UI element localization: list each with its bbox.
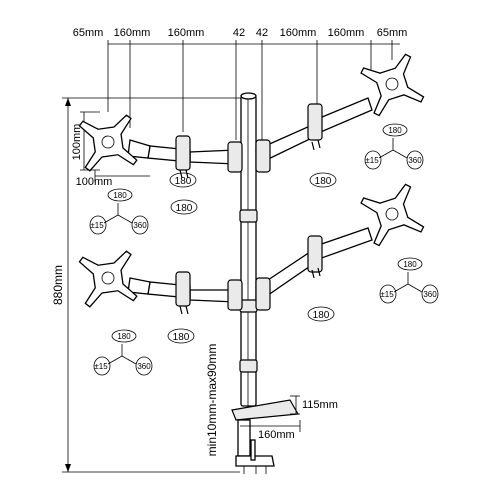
swivel-label: ±15 — [380, 290, 394, 299]
rotate-label: 360 — [408, 156, 422, 165]
arm-swivel-label: 180 — [176, 203, 193, 214]
dim-top-65mm-left: 65mm — [73, 27, 104, 39]
base-depth-line — [290, 395, 300, 415]
dim-top-65mm-right: 65mm — [377, 27, 408, 39]
rotation-indicator-upper-left: 180 ±15 360 — [89, 188, 149, 235]
arm-swivel-lower-left: 180 — [167, 328, 195, 344]
lower-left-arm — [127, 271, 243, 315]
arm-swivel-label: 180 — [313, 310, 330, 321]
dim-top-42-right: 42 — [256, 27, 268, 39]
tilt-label: 180 — [403, 260, 417, 269]
dim-top-160mm-1: 160mm — [114, 27, 151, 39]
tilt-label: 180 — [117, 332, 131, 341]
dim-base-depth: 115mm — [302, 399, 338, 411]
swivel-label: ±15 — [365, 156, 379, 165]
tilt-label: 180 — [113, 191, 127, 200]
base-width-line — [240, 420, 301, 432]
dim-top-160mm-4: 160mm — [328, 27, 365, 39]
vesa-width-line — [94, 170, 150, 182]
swivel-label: ±15 — [94, 362, 108, 371]
arm-swivel-upper-left: 180 — [169, 172, 197, 188]
vesa-plate-lower-left — [78, 250, 138, 308]
rotation-indicator-lower-left: 180 ±15 360 — [93, 329, 153, 376]
height-dimension-line — [62, 97, 250, 473]
rotate-label: 360 — [137, 362, 151, 371]
rotate-label: 360 — [423, 290, 437, 299]
dim-clamp-range: min10mm-max90mm — [205, 344, 219, 457]
desk-clamp — [231, 399, 299, 474]
rotation-indicator-upper-right: 180 ±15 360 — [364, 123, 424, 170]
arm-swivel-label: 180 — [175, 176, 192, 187]
top-dimension-lines — [107, 40, 400, 140]
lower-right-arm — [255, 227, 373, 311]
arm-swivel-label: 180 — [173, 332, 190, 343]
dim-top-160mm-3: 160mm — [280, 27, 317, 39]
upper-left-arm — [127, 135, 243, 179]
arm-swivel-label: 180 — [315, 176, 332, 187]
upper-right-arm — [255, 97, 373, 173]
center-pole — [239, 92, 258, 407]
vesa-plate-upper-right — [360, 53, 425, 117]
arm-swivel-lower-right: 180 — [307, 306, 335, 322]
dim-vesa-width: 100mm — [76, 176, 113, 188]
dim-top-160mm-2: 160mm — [168, 27, 205, 39]
swivel-label: ±15 — [90, 221, 104, 230]
dim-vesa-height: 100mm — [71, 124, 83, 161]
arm-swivel-upper-mid: 180 — [170, 199, 198, 215]
dim-total-height: 880mm — [51, 265, 65, 305]
rotate-label: 360 — [133, 221, 147, 230]
dim-base-width: 160mm — [258, 429, 295, 441]
tilt-label: 180 — [388, 126, 402, 135]
dim-top-42-left: 42 — [233, 27, 245, 39]
vesa-plate-lower-right — [360, 183, 425, 247]
rotation-indicator-lower-right: 180 ±15 360 — [379, 257, 439, 304]
arm-swivel-upper-right: 180 — [309, 172, 337, 188]
vesa-plate-upper-left — [78, 114, 138, 172]
